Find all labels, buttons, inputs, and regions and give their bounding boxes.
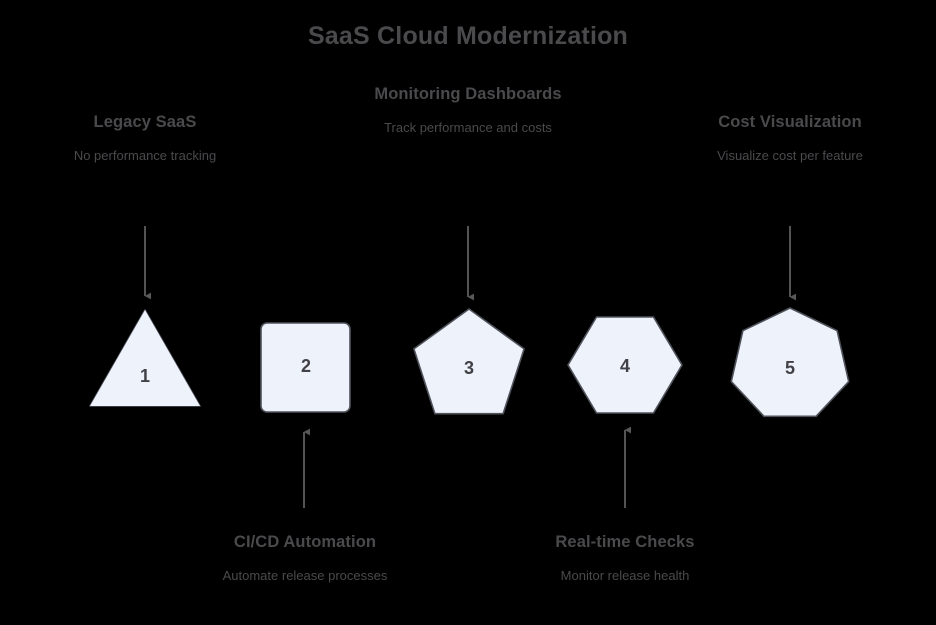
shape-number-1: 1 [139,366,150,386]
node-title-2: CI/CD Automation [233,533,377,551]
shape-number-5: 5 [784,358,795,378]
shape-node-3-pentagon[interactable]: 3 [410,306,530,426]
hexagon-icon [567,316,683,414]
shape-number-2: 2 [300,356,311,376]
shape-number-3: 3 [463,358,474,378]
triangle-icon [89,309,201,407]
node-label-4: Real-time Checks Monitor release health [520,532,730,584]
heptagon-icon [730,307,850,418]
shape-node-1-triangle[interactable]: 1 [85,306,205,426]
shape-node-2-square[interactable]: 2 [258,320,378,440]
node-title-3: Monitoring Dashboards [374,85,562,103]
square-icon [260,322,351,413]
pentagon-icon [413,308,525,415]
node-label-5: Cost Visualization Visualize cost per fe… [685,112,895,164]
node-title-5: Cost Visualization [718,113,862,131]
node-title-1: Legacy SaaS [93,113,197,131]
node-desc-1: No performance tracking [73,147,217,163]
node-desc-5: Visualize cost per feature [717,147,863,163]
node-label-1: Legacy SaaS No performance tracking [40,112,250,164]
node-label-2: CI/CD Automation Automate release proces… [200,532,410,584]
page-title: SaaS Cloud Modernization [307,22,629,50]
shape-node-5-heptagon[interactable]: 5 [730,306,850,426]
node-desc-2: Automate release processes [222,567,388,583]
shape-number-4: 4 [619,356,630,376]
node-desc-4: Monitor release health [560,567,690,583]
node-title-4: Real-time Checks [555,533,695,551]
shape-node-4-hexagon[interactable]: 4 [566,315,686,435]
node-desc-3: Track performance and costs [384,119,552,135]
node-label-3: Monitoring Dashboards Track performance … [363,84,573,136]
